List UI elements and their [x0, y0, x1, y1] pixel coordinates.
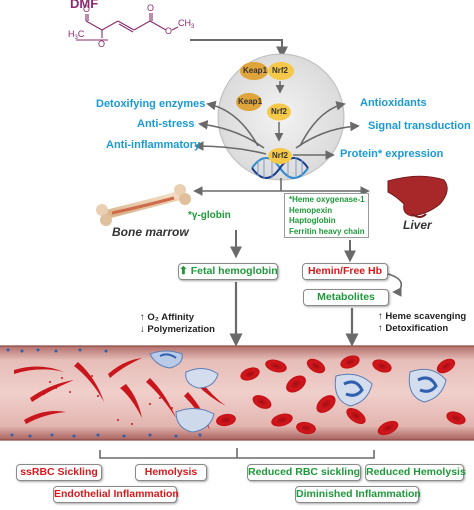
svg-text:H3C: H3C — [68, 29, 85, 41]
effect-signal-transduction: Signal transduction — [368, 120, 471, 132]
nrf2-label-free: Nrf2 — [271, 107, 288, 116]
right-mechanism-labels: ↑ Heme scavenging ↑ Detoxification — [378, 311, 466, 335]
effect-protein-expression: Protein* expression — [340, 148, 444, 160]
hemolysis-debris — [43, 375, 173, 425]
gamma-globin-label: *γ-globin — [188, 210, 231, 221]
hemin-to-metabolites-arrow — [387, 273, 403, 297]
sickle-cells — [14, 358, 226, 430]
gene-ferritin: Ferritin heavy chain — [289, 226, 365, 236]
keap1-label-top: Keap1 — [243, 66, 268, 75]
reduced-hemolysis-box: Reduced Hemolysis — [365, 464, 466, 481]
bone-marrow-label: Bone marrow — [112, 225, 189, 239]
nrf2-ellipse-dna — [268, 148, 292, 164]
reduced-rbc-sickling-box: Reduced RBC sickling — [247, 464, 361, 481]
gene-haptoglobin: Haptoglobin — [289, 216, 336, 225]
liver-gene-list: *Heme oxygenase-1 Hemopexin Haptoglobin … — [284, 193, 369, 238]
gene-hemopexin: Hemopexin — [289, 205, 333, 215]
nrf2-ellipse-free — [267, 103, 291, 121]
liver-lobe — [411, 213, 427, 218]
left-mechanism-labels: ↑ O₂ Affinity ↓ Polymerization — [140, 312, 215, 336]
immune-cells — [149, 350, 447, 433]
keap1-ellipse-top — [240, 62, 268, 80]
diminished-inflammation-box: Diminished Inflammation — [295, 486, 421, 503]
effect-arrows — [194, 100, 360, 160]
dmf-atom-labels: O O O O H3C CH3 — [68, 3, 195, 49]
hemin-free-hb-box: Hemin/Free Hb — [302, 263, 388, 280]
svg-text:O: O — [98, 39, 105, 49]
keap1-ellipse-free — [236, 93, 262, 111]
o2-affinity-label: ↑ O₂ Affinity — [140, 312, 195, 323]
red-blood-cells — [216, 355, 466, 436]
nrf2-label-dna: Nrf2 — [272, 151, 289, 160]
dmf-bond — [171, 26, 179, 31]
endothelial-inflammation-box: Endothelial Inflammation — [53, 486, 179, 503]
effect-antioxidants: Antioxidants — [360, 97, 427, 109]
heme-scavenging-label: ↑ Heme scavenging — [378, 311, 467, 322]
bone-illustration — [96, 184, 191, 226]
dmf-arrow — [190, 39, 288, 59]
gene-heme-oxygenase: *Heme oxygenase-1 — [289, 195, 365, 204]
drug-label: DMF — [70, 0, 99, 11]
fetal-hemoglobin-box: ⬆ Fetal hemoglobin — [178, 263, 278, 280]
blood-vessel — [0, 346, 474, 440]
nrf2-label-top: Nrf2 — [272, 66, 289, 75]
nrf2-ellipse-top — [268, 62, 294, 80]
dmf-structure — [85, 13, 167, 38]
vessel-particles — [6, 348, 202, 438]
polymerization-label: ↓ Polymerization — [140, 324, 215, 335]
effect-anti-stress: Anti-stress — [137, 118, 195, 130]
fetal-hemoglobin-label: Fetal hemoglobin — [190, 265, 278, 277]
svg-text:O: O — [83, 4, 90, 14]
up-arrow-icon: ⬆ — [179, 265, 188, 277]
keap1-label-free: Keap1 — [238, 97, 263, 106]
svg-text:O: O — [147, 3, 154, 13]
svg-text:O: O — [165, 26, 172, 36]
metabolites-box: Metabolites — [303, 289, 389, 306]
effect-anti-inflammatory: Anti-inflammatory — [106, 139, 201, 151]
ssrbc-sickling-box: ssRBC Sickling — [16, 464, 102, 481]
liver-illustration — [387, 175, 448, 217]
hemolysis-box: Hemolysis — [135, 464, 207, 481]
detoxification-label: ↑ Detoxification — [378, 323, 449, 334]
liver-label: Liver — [403, 218, 432, 232]
svg-text:CH3: CH3 — [178, 18, 195, 30]
effect-detoxifying-enzymes: Detoxifying enzymes — [96, 98, 206, 110]
